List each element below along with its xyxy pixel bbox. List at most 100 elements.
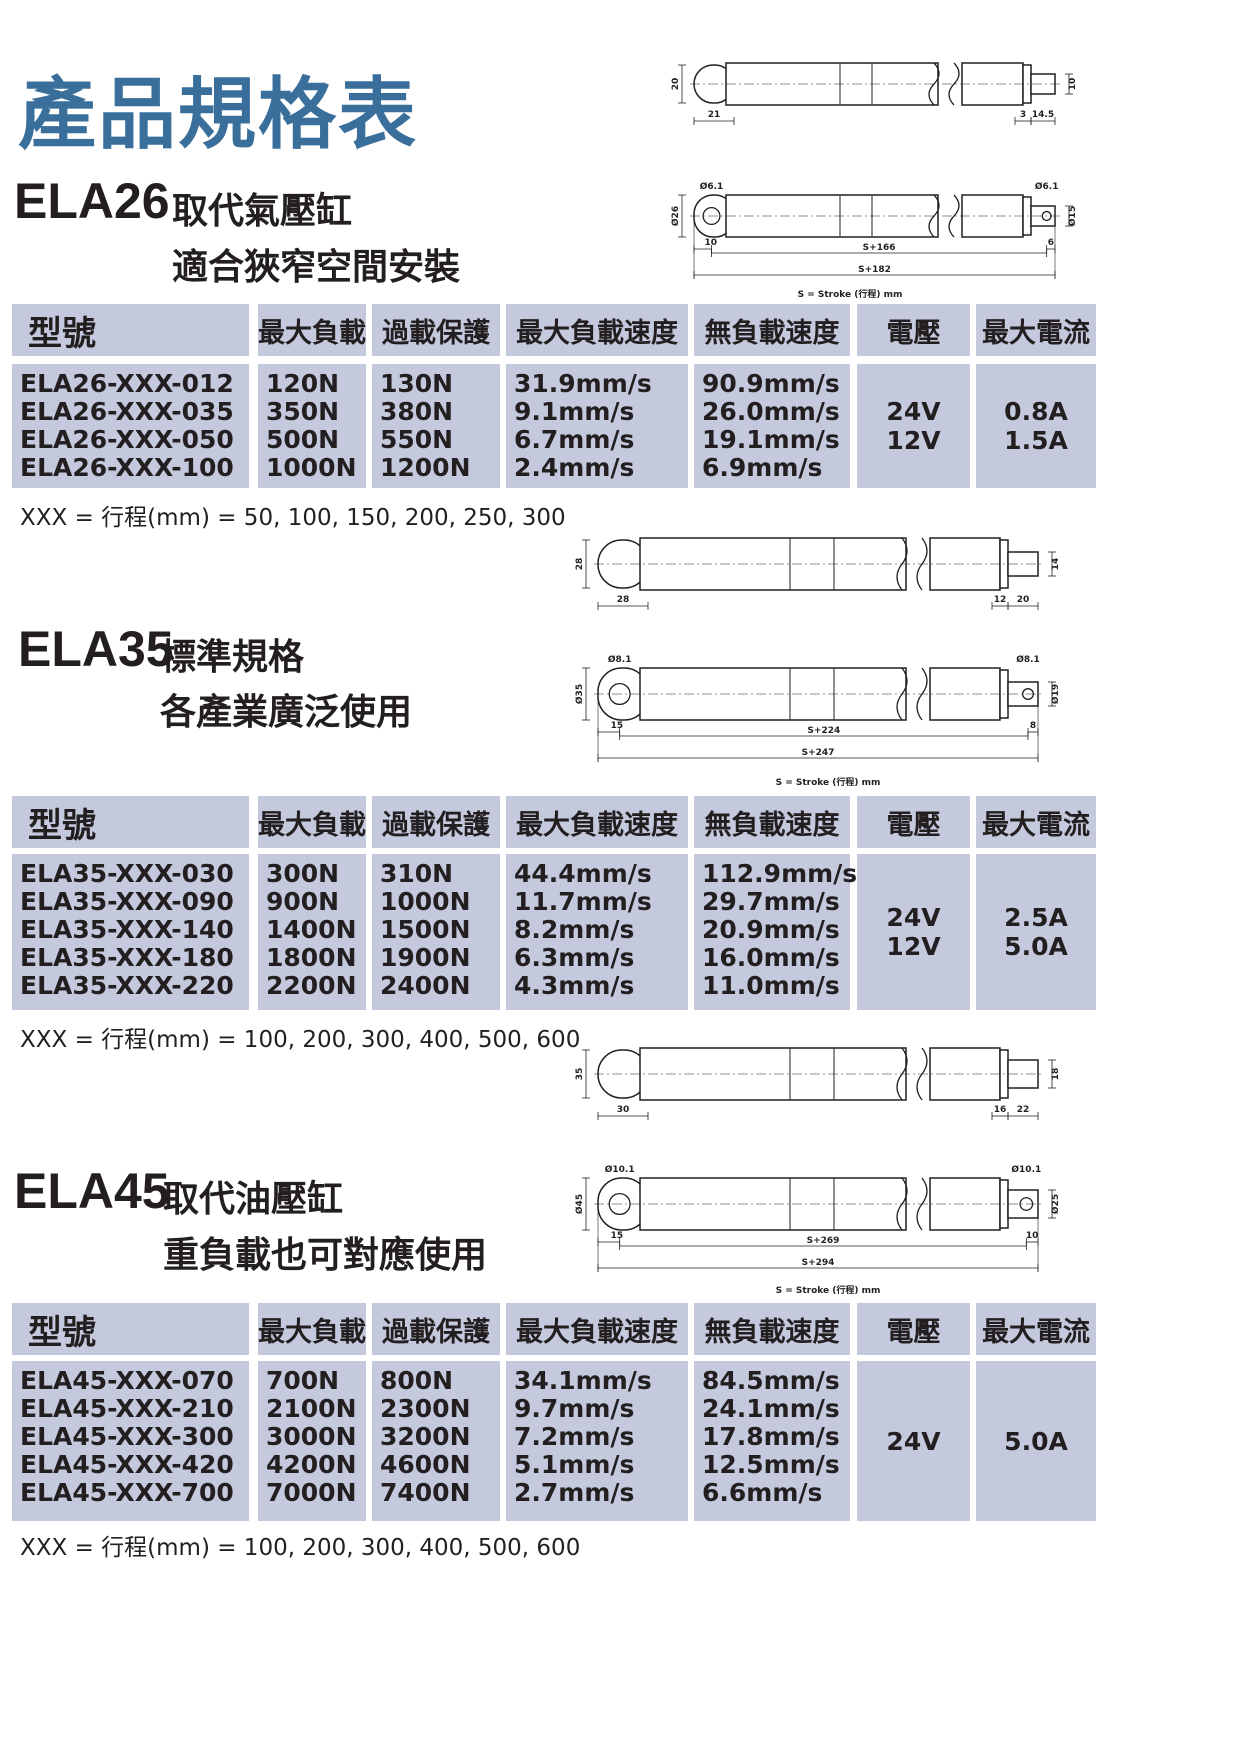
max-load-speed-value: 34.1mm/s	[514, 1366, 652, 1395]
dim-top-right-b: 14.5	[1032, 110, 1054, 120]
dim-top-right-b: 20	[1017, 595, 1030, 605]
max-load-value: 2100N	[266, 1394, 357, 1423]
stroke-note-ela26: XXX = 行程(mm) = 50, 100, 150, 200, 250, 3…	[20, 505, 566, 531]
header-no-load-speed: 無負載速度	[694, 796, 850, 848]
mounting-hole	[1022, 688, 1034, 700]
overload-value: 1000N	[380, 887, 471, 916]
dim-top-shaft: 10	[1068, 78, 1078, 91]
stroke-legend: S = Stroke (行程) mm	[798, 288, 903, 300]
no-load-speed-value: 29.7mm/s	[702, 887, 840, 916]
max-load-value: 120N	[266, 369, 340, 398]
header-model: 型號	[12, 304, 249, 356]
stroke-legend: S = Stroke (行程) mm	[776, 776, 881, 788]
max-load-speed-value: 9.1mm/s	[514, 397, 635, 426]
overload-value: 2400N	[380, 971, 471, 1000]
no-load-speed-value: 90.9mm/s	[702, 369, 840, 398]
max-load-speed-value: 6.7mm/s	[514, 425, 635, 454]
dim-span-inner: S+224	[807, 726, 840, 736]
header-max-load-speed: 最大負載速度	[506, 796, 688, 848]
overload-value: 7400N	[380, 1478, 471, 1507]
max-load-value: 1400N	[266, 915, 357, 944]
header-model: 型號	[12, 1303, 249, 1355]
overload-value: 1900N	[380, 943, 471, 972]
dim-span-outer: S+247	[802, 748, 835, 758]
section-tagline-1-ela45: 取代油壓缸	[163, 1179, 344, 1220]
stroke-note-ela35: XXX = 行程(mm) = 100, 200, 300, 400, 500, …	[20, 1027, 581, 1053]
header-max-load-speed: 最大負載速度	[506, 304, 688, 356]
overload-value: 1500N	[380, 915, 471, 944]
max-load-value: 700N	[266, 1366, 340, 1395]
page-title: 產品規格表	[18, 70, 419, 160]
overload-value: 380N	[380, 397, 454, 426]
dim-top-height: 28	[575, 558, 585, 571]
header-max-current: 最大電流	[976, 796, 1096, 848]
break-mark	[948, 62, 960, 106]
model-value: ELA45-XXX-700	[20, 1478, 234, 1507]
dim-offset-right: 10	[1026, 1231, 1039, 1241]
header-no-load-speed: 無負載速度	[694, 1303, 850, 1355]
model-value: ELA45-XXX-070	[20, 1366, 234, 1395]
max-load-speed-value: 5.1mm/s	[514, 1450, 635, 1479]
max-load-value: 2200N	[266, 971, 357, 1000]
max-load-speed-value: 4.3mm/s	[514, 971, 635, 1000]
dim-span-inner: S+269	[807, 1236, 840, 1246]
max-current-value: 5.0A	[1004, 932, 1068, 961]
max-load-value: 3000N	[266, 1422, 357, 1451]
model-value: ELA35-XXX-090	[20, 887, 234, 916]
dim-hole-left: Ø10.1	[605, 1164, 635, 1175]
overload-value: 130N	[380, 369, 454, 398]
max-current-value: 2.5A	[1004, 903, 1068, 932]
max-load-value: 900N	[266, 887, 340, 916]
mounting-hole	[1019, 1197, 1034, 1211]
dim-end-diameter: Ø25	[1050, 1194, 1061, 1214]
model-value: ELA35-XXX-140	[20, 915, 234, 944]
model-value: ELA26-XXX-035	[20, 397, 234, 426]
model-value: ELA35-XXX-220	[20, 971, 234, 1000]
model-value: ELA26-XXX-012	[20, 369, 234, 398]
dim-span-inner: S+166	[863, 243, 896, 253]
max-load-speed-value: 9.7mm/s	[514, 1394, 635, 1423]
header-voltage: 電壓	[857, 1303, 970, 1355]
stroke-legend: S = Stroke (行程) mm	[776, 1284, 881, 1296]
no-load-speed-value: 6.9mm/s	[702, 453, 823, 482]
dim-offset-left: 15	[611, 721, 624, 731]
break-mark	[948, 194, 960, 238]
voltage-value: 12V	[886, 426, 941, 455]
dim-offset-left: 10	[704, 238, 717, 248]
dim-span-outer: S+294	[802, 1258, 835, 1268]
header-overload: 過載保護	[372, 796, 500, 848]
dim-top-right-b: 22	[1017, 1105, 1030, 1115]
dim-top-left: 30	[617, 1105, 630, 1115]
model-value: ELA26-XXX-100	[20, 453, 234, 482]
dim-offset-left: 15	[611, 1231, 624, 1241]
voltage-value: 24V	[886, 1426, 941, 1456]
cell-voltage: 24V	[857, 1361, 970, 1521]
dim-top-left: 21	[708, 110, 721, 120]
max-load-speed-value: 44.4mm/s	[514, 859, 652, 888]
max-load-value: 1000N	[266, 453, 357, 482]
header-max-current: 最大電流	[976, 304, 1096, 356]
header-voltage: 電壓	[857, 796, 970, 848]
overload-value: 1200N	[380, 453, 471, 482]
overload-value: 4600N	[380, 1450, 471, 1479]
header-max-current: 最大電流	[976, 1303, 1096, 1355]
header-max-load: 最大負載	[258, 796, 366, 848]
dim-hole-right: Ø6.1	[1035, 181, 1059, 192]
dim-top-left: 28	[617, 595, 630, 605]
dim-span-outer: S+182	[858, 265, 891, 275]
max-load-speed-value: 2.7mm/s	[514, 1478, 635, 1507]
no-load-speed-value: 20.9mm/s	[702, 915, 840, 944]
max-load-speed-value: 2.4mm/s	[514, 453, 635, 482]
max-load-value: 500N	[266, 425, 340, 454]
